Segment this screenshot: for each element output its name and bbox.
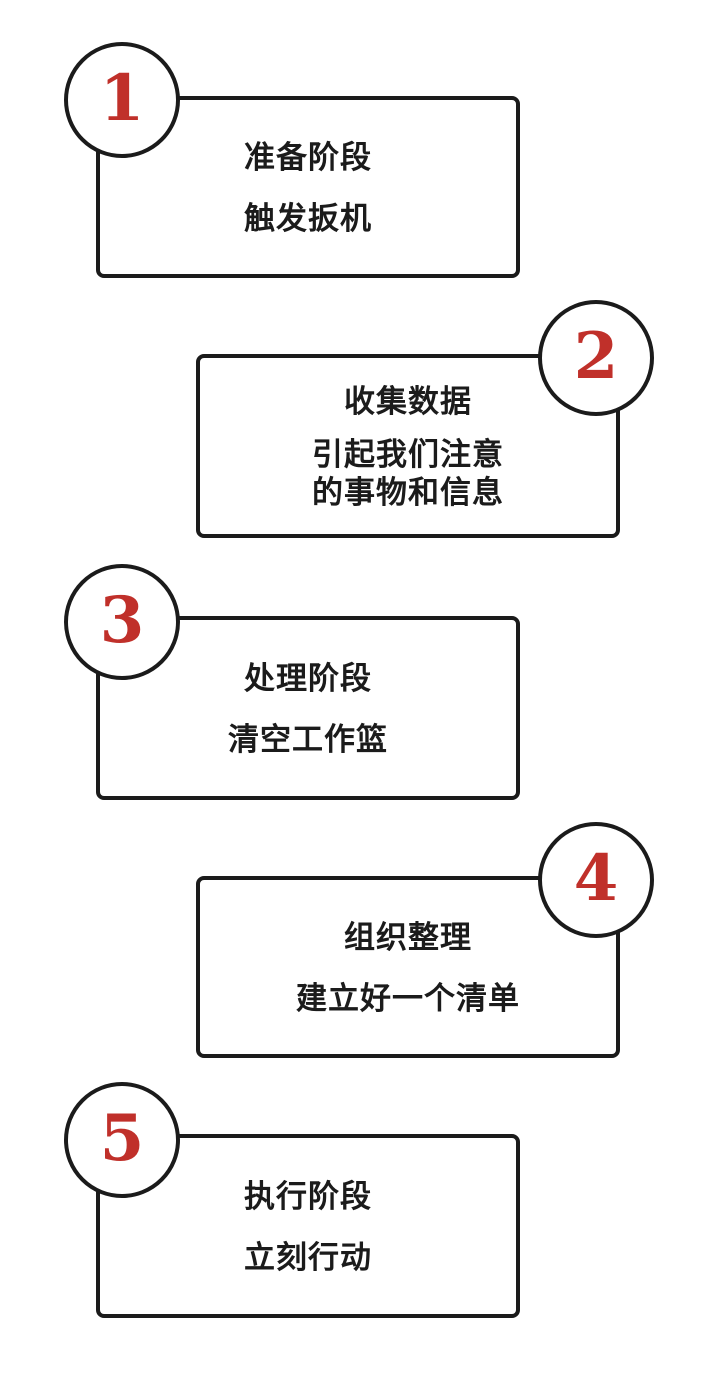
step-2-box: 收集数据 引起我们注意 的事物和信息 (196, 354, 620, 538)
step-2-number-circle: 2 (538, 300, 654, 416)
step-3-desc: 清空工作篮 (228, 722, 388, 758)
step-4-title: 组织整理 (344, 920, 472, 957)
step-1-number-circle: 1 (64, 42, 180, 158)
step-3-number: 3 (99, 583, 145, 658)
step-1-number: 1 (99, 61, 145, 136)
step-3-title: 处理阶段 (244, 661, 372, 698)
step-5-title: 执行阶段 (244, 1179, 372, 1216)
step-2-number: 2 (573, 319, 619, 394)
step-2-title: 收集数据 (344, 383, 472, 420)
step-1-title: 准备阶段 (244, 140, 372, 177)
step-1-desc: 触发扳机 (244, 201, 372, 237)
step-2-desc: 引起我们注意 的事物和信息 (312, 436, 504, 512)
step-4-desc: 建立好一个清单 (296, 981, 520, 1017)
step-3-number-circle: 3 (64, 564, 180, 680)
step-4-number-circle: 4 (538, 822, 654, 938)
step-4-number: 4 (573, 841, 619, 916)
step-5-desc: 立刻行动 (244, 1240, 372, 1276)
step-5-number-circle: 5 (64, 1082, 180, 1198)
step-3-box: 处理阶段 清空工作篮 (96, 616, 520, 800)
step-5-number: 5 (99, 1101, 145, 1176)
